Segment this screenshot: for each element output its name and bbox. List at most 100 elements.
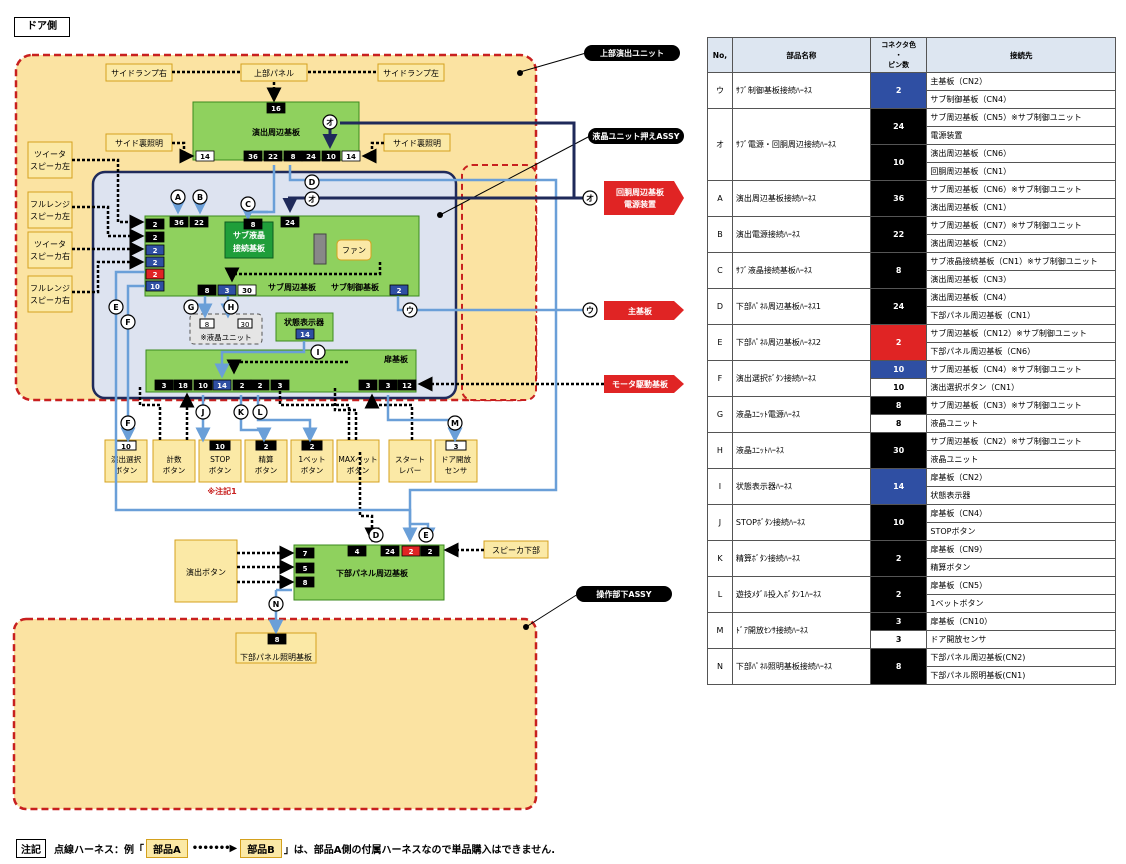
row-no: オ [707, 108, 733, 181]
pin-count: 2 [232, 379, 252, 391]
row-destination: 液晶ユニット [926, 414, 1116, 433]
svg-text:3: 3 [366, 382, 371, 390]
svg-text:2: 2 [397, 287, 402, 295]
svg-text:36: 36 [174, 219, 184, 227]
harness-label: G [183, 299, 199, 315]
svg-text:12: 12 [402, 382, 412, 390]
row-no: G [707, 396, 733, 433]
row-destination: 主基板（CN2） [926, 72, 1116, 91]
harness-label: E [418, 527, 434, 543]
row-connector: 3 [869, 612, 928, 631]
svg-text:演出周辺基板: 演出周辺基板 [252, 127, 301, 137]
svg-text:D: D [373, 531, 380, 540]
row-connector: 8 [869, 252, 928, 289]
harness-label: E [108, 299, 124, 315]
svg-text:24: 24 [285, 219, 295, 227]
col-no: No, [707, 37, 733, 73]
harness-label: D [368, 527, 384, 543]
svg-text:3: 3 [454, 443, 459, 451]
note-text-2: 」は、部品A側の付属ハーネスなので単品購入はできません. [283, 844, 556, 856]
row-no: K [707, 540, 733, 577]
svg-text:※液晶ユニット: ※液晶ユニット [200, 332, 251, 342]
svg-text:2: 2 [409, 548, 414, 556]
svg-text:スタート: スタート [395, 455, 425, 464]
effect-button-part: 演出ボタン [174, 539, 238, 603]
row-part-name: ｻﾌﾞ電源・回胴周辺接続ﾊｰﾈｽ [731, 108, 871, 181]
svg-text:ボタン: ボタン [115, 466, 138, 475]
pin-count: 7 [295, 547, 315, 559]
row-part-name: 演出周辺基板接続ﾊｰﾈｽ [731, 180, 871, 217]
svg-text:扉基板: 扉基板 [383, 354, 409, 364]
svg-text:演出選択: 演出選択 [111, 454, 141, 464]
row-part-name: 演出選択ﾎﾞﾀﾝ接続ﾊｰﾈｽ [731, 360, 871, 397]
row-connector: 30 [869, 432, 928, 469]
row-connector: 14 [869, 468, 928, 505]
row-destination: 演出選択ボタン（CN1） [926, 378, 1116, 397]
row-connector: 3 [869, 630, 928, 649]
svg-text:10: 10 [198, 382, 208, 390]
pin-count: 3 [154, 379, 174, 391]
row-destination: サブ周辺基板（CN2）※サブ制御ユニット [926, 432, 1116, 451]
note-part-a: 部品A [146, 838, 188, 858]
svg-text:2: 2 [258, 382, 263, 390]
svg-text:スピーカ下部: スピーカ下部 [492, 545, 540, 555]
pin-count: 4 [347, 545, 367, 557]
row-destination: 扉基板（CN9） [926, 540, 1116, 559]
pin-count: 18 [173, 379, 193, 391]
svg-text:電源装置: 電源装置 [624, 199, 656, 209]
svg-text:30: 30 [242, 287, 252, 295]
pin-count: 3 [358, 379, 378, 391]
pin-count: 3 [217, 284, 237, 296]
row-no: I [707, 468, 733, 505]
row-connector: 2 [869, 324, 928, 361]
row-connector: 8 [869, 396, 928, 415]
harness-label: ウ [582, 302, 598, 318]
pin-count: 5 [295, 562, 315, 574]
svg-text:8: 8 [291, 153, 296, 161]
callout-lcd-press: 液晶ユニット押えASSY [437, 128, 684, 218]
row-part-name: 液晶ﾕﾆｯﾄﾊｰﾈｽ [731, 432, 871, 469]
svg-text:状態表示器: 状態表示器 [284, 317, 325, 327]
svg-text:2: 2 [153, 271, 158, 279]
svg-text:ドア開放: ドア開放 [441, 454, 471, 464]
svg-text:スピーカ右: スピーカ右 [30, 295, 70, 305]
row-destination: サブ周辺基板（CN3）※サブ制御ユニット [926, 396, 1116, 415]
row-no: ウ [707, 72, 733, 109]
svg-text:接続基板: 接続基板 [233, 243, 266, 253]
row-connector: 2 [869, 576, 928, 613]
svg-text:8: 8 [251, 221, 256, 229]
pin-count: 30 [237, 284, 257, 296]
row-destination: サブ周辺基板（CN6）※サブ制御ユニット [926, 180, 1116, 199]
row-destination: サブ周辺基板（CN7）※サブ制御ユニット [926, 216, 1116, 235]
row-destination: 下部パネル周辺基板（CN1） [926, 306, 1116, 325]
col-dest: 接続先 [926, 37, 1116, 73]
svg-text:8: 8 [205, 287, 210, 295]
callout-upper-unit: 上部演出ユニット [517, 45, 680, 76]
pin-count: 2 [145, 231, 165, 243]
pin-count: 2 [420, 545, 440, 557]
row-part-name: 液晶ﾕﾆｯﾄ電源ﾊｰﾈｽ [731, 396, 871, 433]
upper-unit-right-region [461, 164, 537, 401]
svg-text:14: 14 [200, 153, 210, 161]
svg-text:サイド裏照明: サイド裏照明 [393, 138, 441, 148]
svg-text:ボタン: ボタン [255, 466, 278, 475]
row-connector: 2 [869, 540, 928, 577]
speaker-lower: スピーカ下部 [483, 540, 549, 559]
external-kaidou-board: 回胴周辺基板 電源装置 [604, 181, 684, 215]
svg-text:フルレンジ: フルレンジ [30, 284, 70, 293]
pin-count: 10 [193, 379, 213, 391]
svg-text:2: 2 [310, 443, 315, 451]
row-no: J [707, 504, 733, 541]
svg-text:サブ制御基板: サブ制御基板 [331, 282, 380, 292]
pin-count: 14 [295, 328, 315, 340]
pin-count: 22 [189, 216, 209, 228]
